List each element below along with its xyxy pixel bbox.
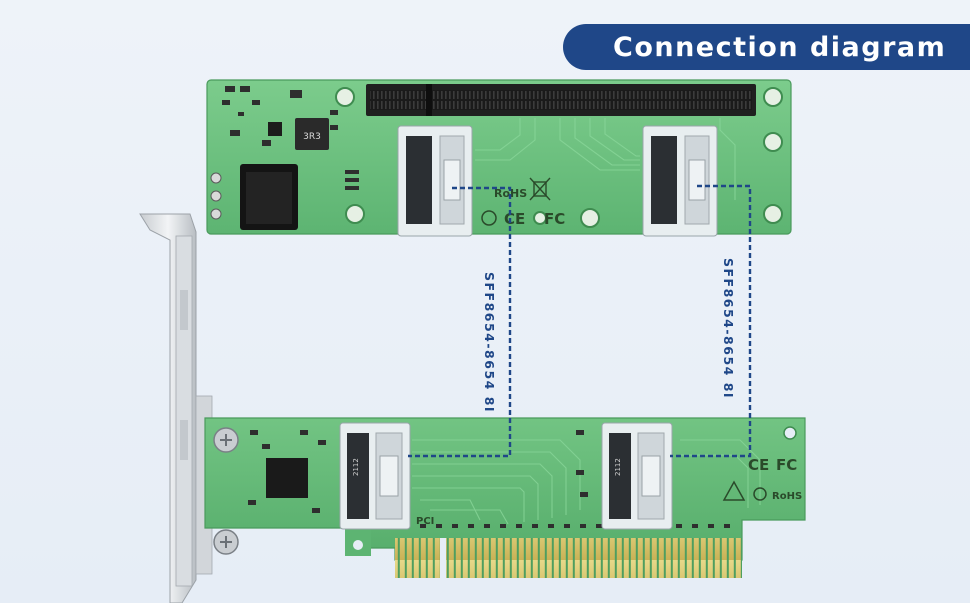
inductor-label: 3R3 (303, 132, 321, 142)
bottom-fc-mark: FC (776, 456, 797, 474)
bottom-sff-port-left: 2112 (340, 423, 410, 529)
pcie-bracket (140, 214, 212, 603)
port-left-label: 2112 (352, 458, 360, 476)
top-fc-mark: FC (544, 210, 565, 228)
cable-label-left: SFF8654-8654 8I (482, 272, 497, 413)
top-ce-mark: CE (504, 210, 525, 228)
controller-chip (268, 122, 282, 136)
pci-label: PCI (416, 516, 434, 527)
bottom-board: 2112 2112 PCI CE FC RoHS (205, 418, 805, 578)
port-right-label: 2112 (614, 458, 622, 476)
cable-label-right: SFF8654-8654 8I (721, 258, 736, 399)
top-sff-port-right (643, 126, 717, 236)
bottom-sff-port-right: 2112 (602, 423, 672, 529)
bottom-ce-mark: CE (748, 456, 769, 474)
bottom-rohs-mark: RoHS (772, 491, 802, 502)
pcie-gold-fingers (395, 538, 742, 578)
top-sff-port-left (398, 126, 472, 236)
top-board: 3R3 RoHS CE FC (207, 80, 791, 236)
controller-ic (266, 458, 308, 498)
